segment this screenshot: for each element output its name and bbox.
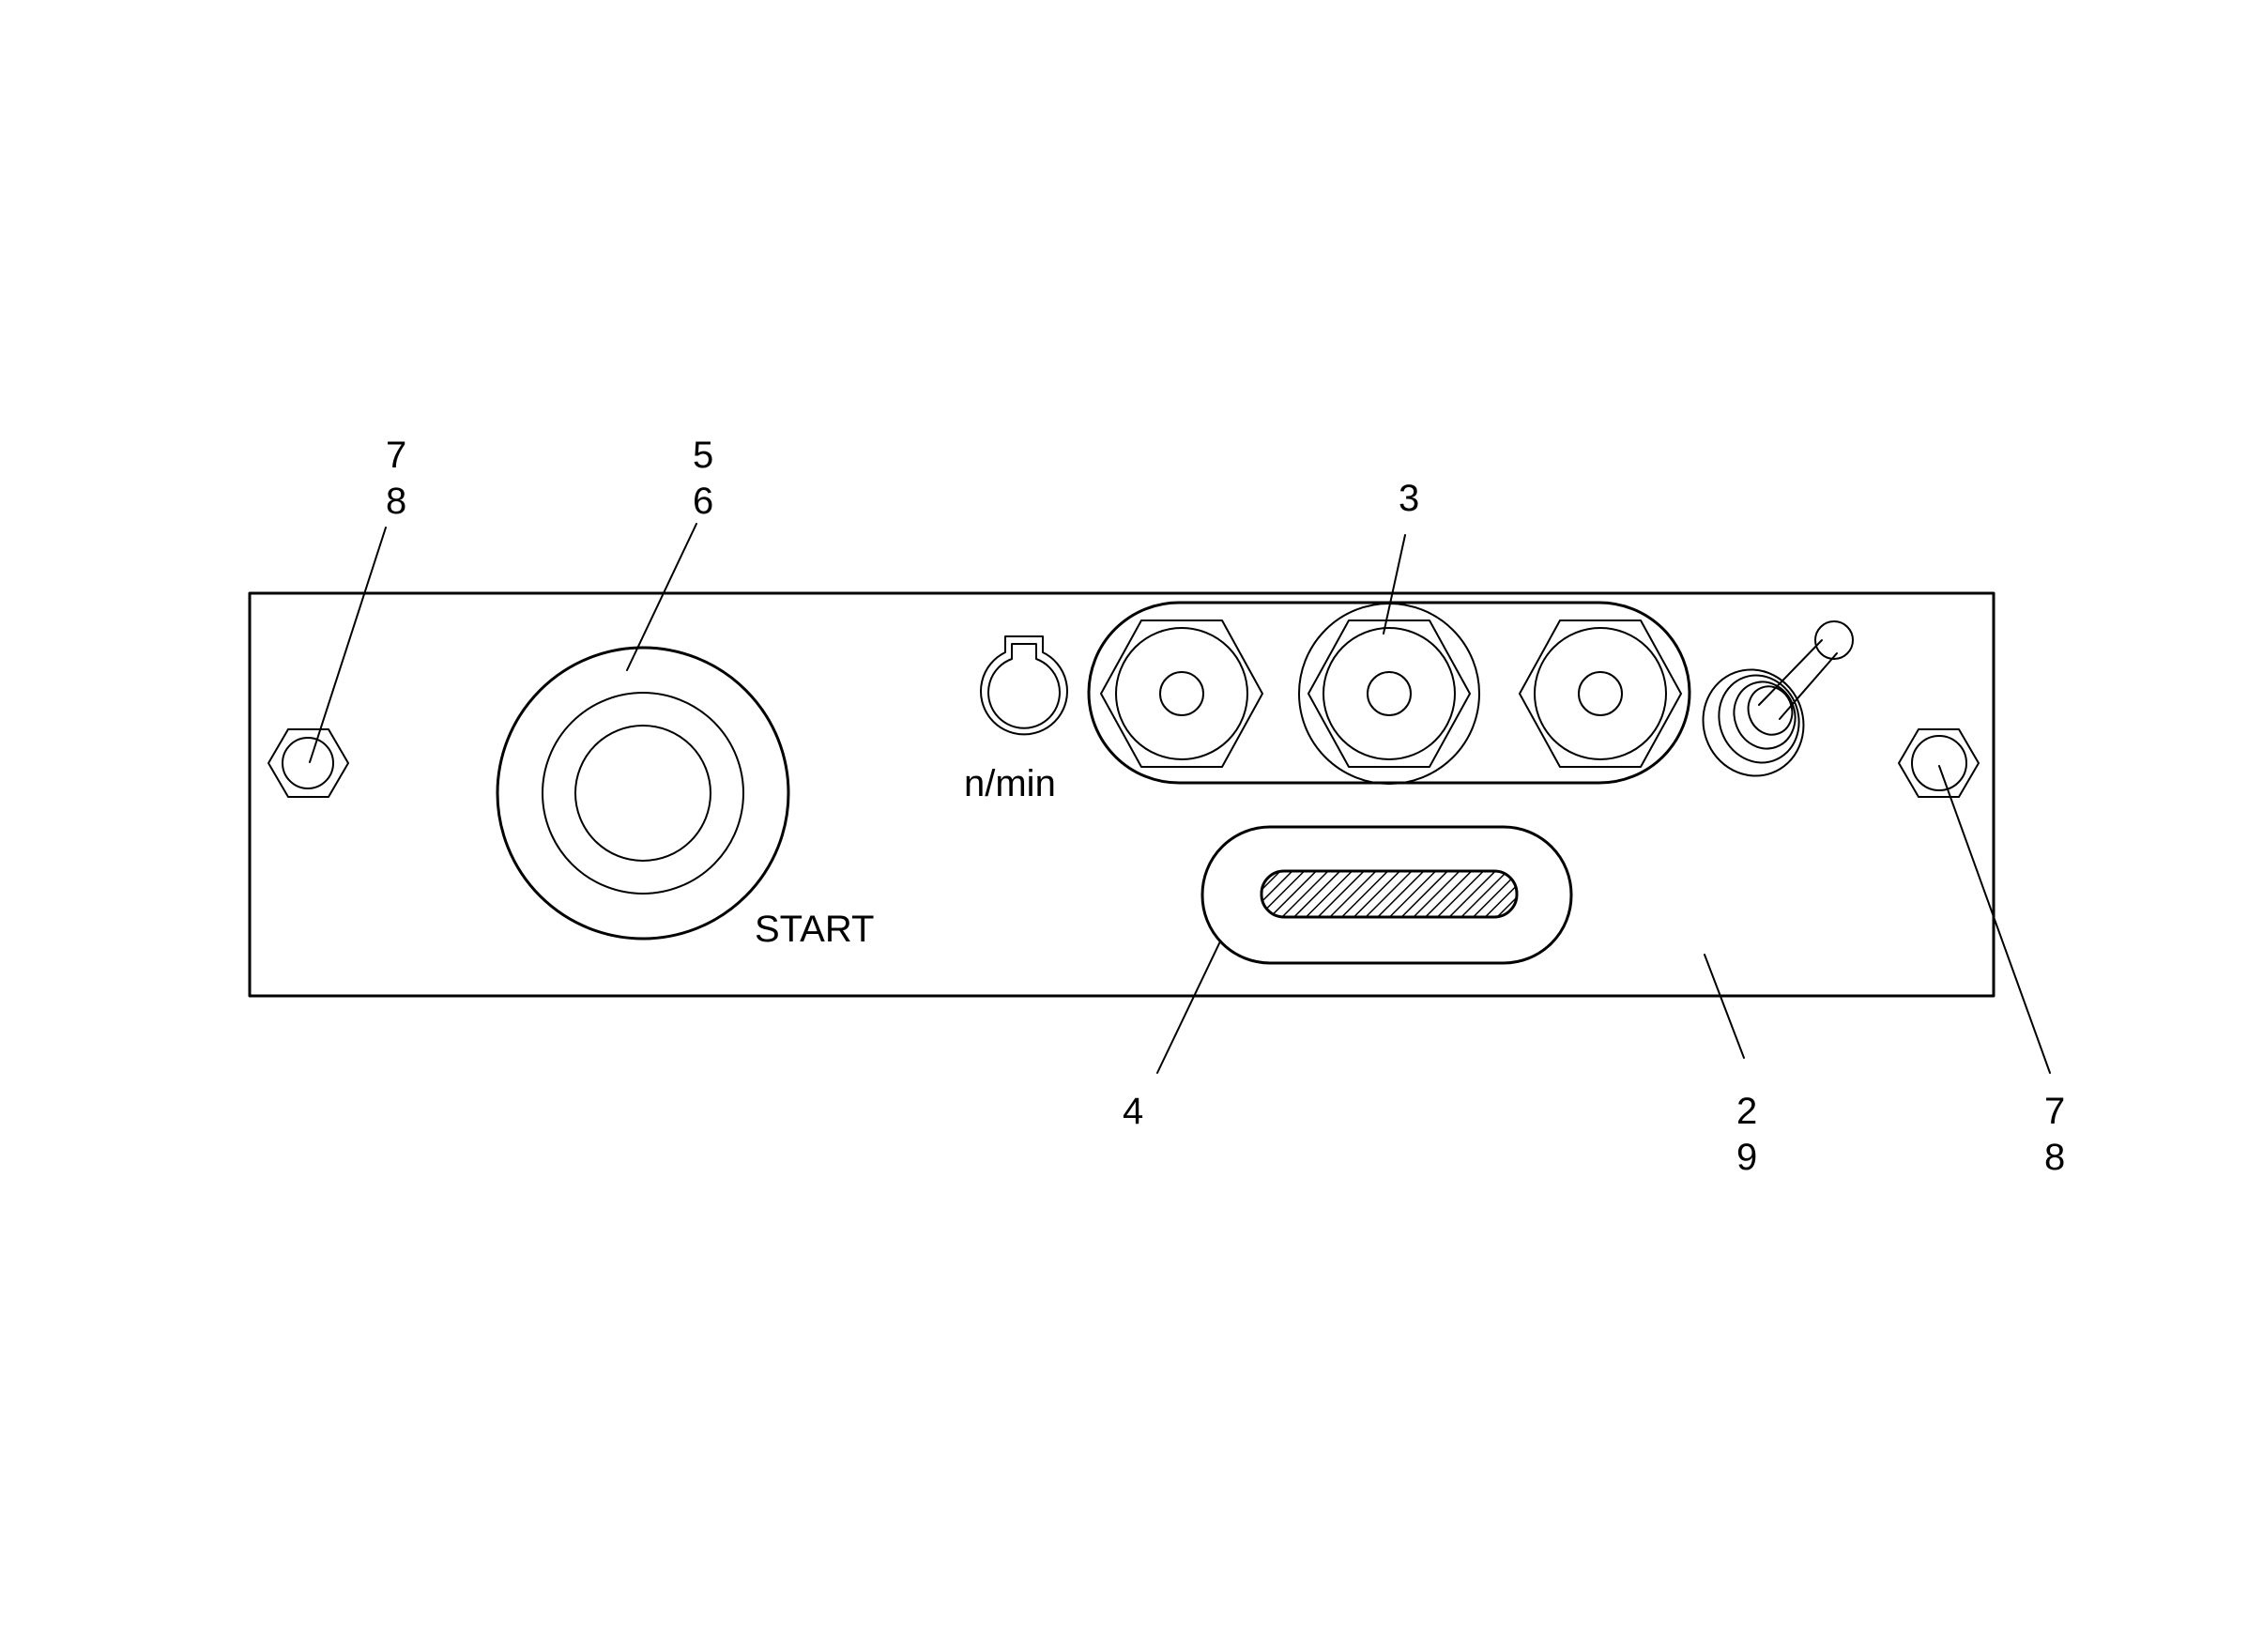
leader-window (1156, 941, 1221, 1074)
gauge-housing (1087, 601, 1691, 785)
callout-panel-a: 2 (1736, 1091, 1757, 1132)
right-hex-screw (1898, 728, 1980, 798)
leader-gauge (1383, 534, 1406, 635)
callout-left-screw-a: 7 (386, 435, 406, 476)
leader-panel (1704, 954, 1745, 1059)
leader-left-screw (309, 527, 387, 763)
callout-left-screw-b: 8 (386, 481, 406, 522)
callout-panel-b: 9 (1736, 1137, 1757, 1178)
start-label: START (755, 909, 874, 950)
rpm-indicator (980, 635, 1068, 736)
callout-start-a: 5 (693, 435, 713, 476)
callout-window: 4 (1123, 1091, 1143, 1132)
sight-window (1200, 825, 1573, 965)
callout-right-screw-a: 7 (2044, 1091, 2065, 1132)
left-hex-screw (268, 728, 349, 798)
callout-gauge: 3 (1399, 478, 1419, 519)
hatched-strip (1260, 869, 1519, 919)
rpm-label: n/min (964, 763, 1056, 804)
gauge-left (1100, 620, 1263, 768)
gauge-center (1298, 603, 1480, 785)
callout-start-b: 6 (693, 481, 713, 522)
gauge-right (1519, 620, 1682, 768)
panel-plate (248, 591, 1995, 998)
start-button (496, 646, 790, 941)
leader-right-screw (1938, 765, 2051, 1074)
toggle-switch (1702, 620, 1854, 777)
callout-right-screw-b: 8 (2044, 1137, 2065, 1178)
leader-start (626, 523, 697, 671)
